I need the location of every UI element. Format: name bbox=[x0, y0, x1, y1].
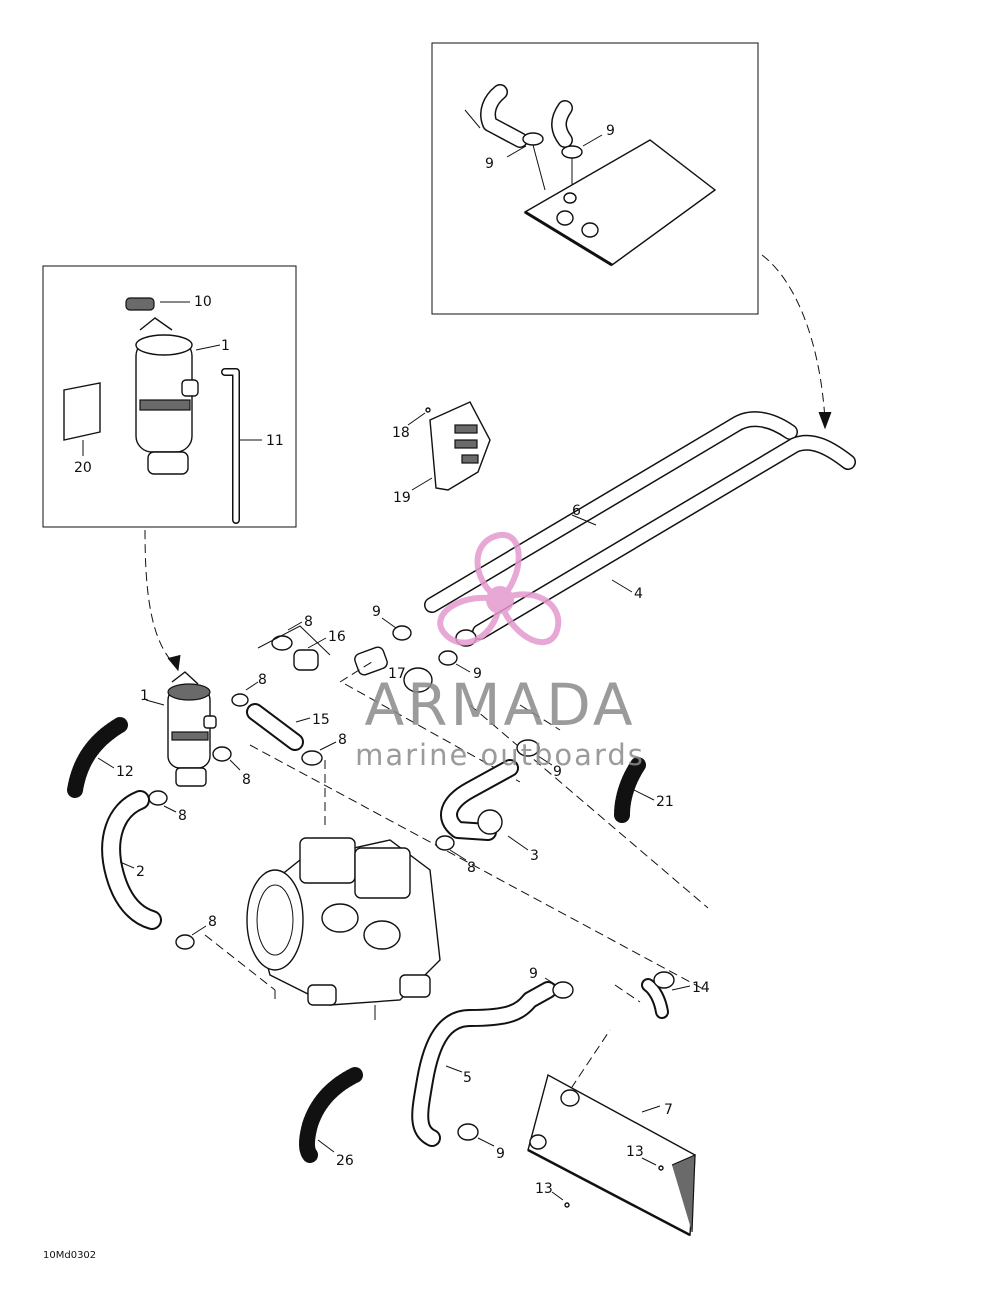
clamp-inset-a bbox=[522, 132, 544, 146]
drawing-code: 10Md0302 bbox=[43, 1250, 96, 1261]
decal bbox=[63, 382, 101, 441]
inset-tank-arrow bbox=[144, 529, 176, 666]
callout-9: 9 bbox=[606, 123, 615, 139]
callout-5: 5 bbox=[463, 1070, 472, 1086]
clamp-9 bbox=[552, 981, 574, 999]
callout-4: 4 bbox=[634, 586, 643, 602]
spring-12 bbox=[67, 717, 128, 798]
engine bbox=[246, 837, 441, 1020]
callout-14: 14 bbox=[692, 980, 710, 996]
clamp-9 bbox=[438, 650, 458, 666]
coupler-17b bbox=[403, 667, 433, 693]
callout-9: 9 bbox=[553, 764, 562, 780]
engine-head-left bbox=[299, 837, 356, 884]
callout-20: 20 bbox=[74, 460, 92, 476]
inset-radiator-frame bbox=[431, 42, 759, 315]
watermark-brand: ARMADA bbox=[364, 671, 635, 739]
spring-21 bbox=[614, 757, 646, 823]
clamp-8 bbox=[435, 835, 455, 851]
callout-8: 8 bbox=[178, 808, 187, 824]
callout-11: 11 bbox=[266, 433, 284, 449]
assembly-lines bbox=[204, 659, 709, 1000]
callout-15: 15 bbox=[312, 712, 330, 728]
hose-4 bbox=[472, 434, 856, 640]
clamp-8 bbox=[175, 934, 195, 950]
clamp-9 bbox=[516, 739, 540, 757]
callout-1: 1 bbox=[221, 338, 230, 354]
coupler-17 bbox=[354, 646, 388, 676]
clamp-8 bbox=[301, 750, 323, 766]
hose-5 bbox=[411, 981, 557, 1147]
hose-2 bbox=[101, 790, 162, 930]
inset-hose-pair bbox=[464, 84, 573, 148]
clamp-8 bbox=[148, 790, 168, 806]
clamp-8 bbox=[212, 746, 232, 762]
callout-2: 2 bbox=[136, 864, 145, 880]
callout-9: 9 bbox=[485, 156, 494, 172]
hose-15 bbox=[246, 703, 304, 751]
callout-21: 21 bbox=[656, 794, 674, 810]
coupler-16 bbox=[293, 649, 319, 671]
callout-7: 7 bbox=[664, 1102, 673, 1118]
callout-10: 10 bbox=[194, 294, 212, 310]
watermark-tagline: marine outboards bbox=[355, 738, 645, 772]
elbow-14 bbox=[641, 971, 675, 1019]
callout-1: 1 bbox=[140, 688, 149, 704]
callout-8: 8 bbox=[467, 860, 476, 876]
callout-16: 16 bbox=[328, 629, 346, 645]
callout-12: 12 bbox=[116, 764, 134, 780]
engine-head-right bbox=[354, 847, 411, 899]
inset-tank: 10 1 11 20 bbox=[42, 265, 297, 528]
callout-8: 8 bbox=[242, 772, 251, 788]
clamp-8 bbox=[271, 635, 293, 651]
clamp-inset-b bbox=[561, 145, 583, 159]
engine-flywheel bbox=[246, 869, 304, 971]
tank-cap bbox=[125, 297, 155, 311]
propeller-logo-icon bbox=[437, 531, 562, 646]
callout-19: 19 bbox=[393, 490, 411, 506]
callout-8: 8 bbox=[208, 914, 217, 930]
callout-26: 26 bbox=[336, 1153, 354, 1169]
callout-13: 13 bbox=[535, 1181, 553, 1197]
callout-9: 9 bbox=[529, 966, 538, 982]
callout-17: 17 bbox=[388, 666, 406, 682]
clamp-8 bbox=[231, 693, 249, 707]
callout-9: 9 bbox=[372, 604, 381, 620]
callout-8: 8 bbox=[304, 614, 313, 630]
tank-outlet bbox=[147, 451, 189, 475]
inset-tank-frame bbox=[42, 265, 297, 528]
clamp-9 bbox=[457, 1123, 479, 1141]
hose-3 bbox=[440, 759, 519, 841]
callout-18: 18 bbox=[392, 425, 410, 441]
heat-shield: 18 19 bbox=[392, 401, 491, 506]
callout-3: 3 bbox=[530, 848, 539, 864]
callout-9: 9 bbox=[496, 1146, 505, 1162]
inset-radiator-panel bbox=[523, 139, 717, 267]
callout-9: 9 bbox=[473, 666, 482, 682]
callout-13: 13 bbox=[626, 1144, 644, 1160]
callout-6: 6 bbox=[572, 503, 581, 519]
radiator-7 bbox=[527, 1073, 696, 1237]
hose-6 bbox=[424, 411, 798, 613]
inset-radiator: 9 9 bbox=[431, 42, 759, 315]
tank-1: 1 bbox=[140, 671, 217, 787]
spring-26 bbox=[299, 1067, 363, 1163]
callout-8: 8 bbox=[258, 672, 267, 688]
watermark: ARMADA marine outboards bbox=[355, 531, 645, 772]
propeller-hub bbox=[486, 586, 514, 614]
clamp-9 bbox=[392, 625, 412, 641]
callout-8: 8 bbox=[338, 732, 347, 748]
inset-radiator-arrow bbox=[761, 254, 826, 421]
